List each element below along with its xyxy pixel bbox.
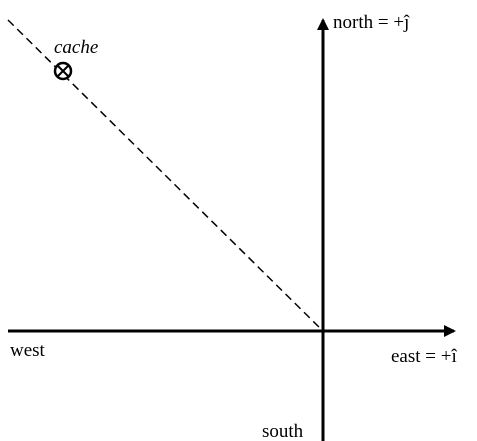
east-label: east = +î bbox=[391, 346, 457, 367]
cache-label: cache bbox=[54, 37, 98, 58]
circled-x-icon bbox=[53, 61, 73, 81]
south-label: south bbox=[262, 421, 304, 441]
cache-direction-line bbox=[7, 19, 324, 332]
west-label: west bbox=[10, 340, 46, 361]
north-label: north = +ĵ bbox=[333, 12, 410, 33]
